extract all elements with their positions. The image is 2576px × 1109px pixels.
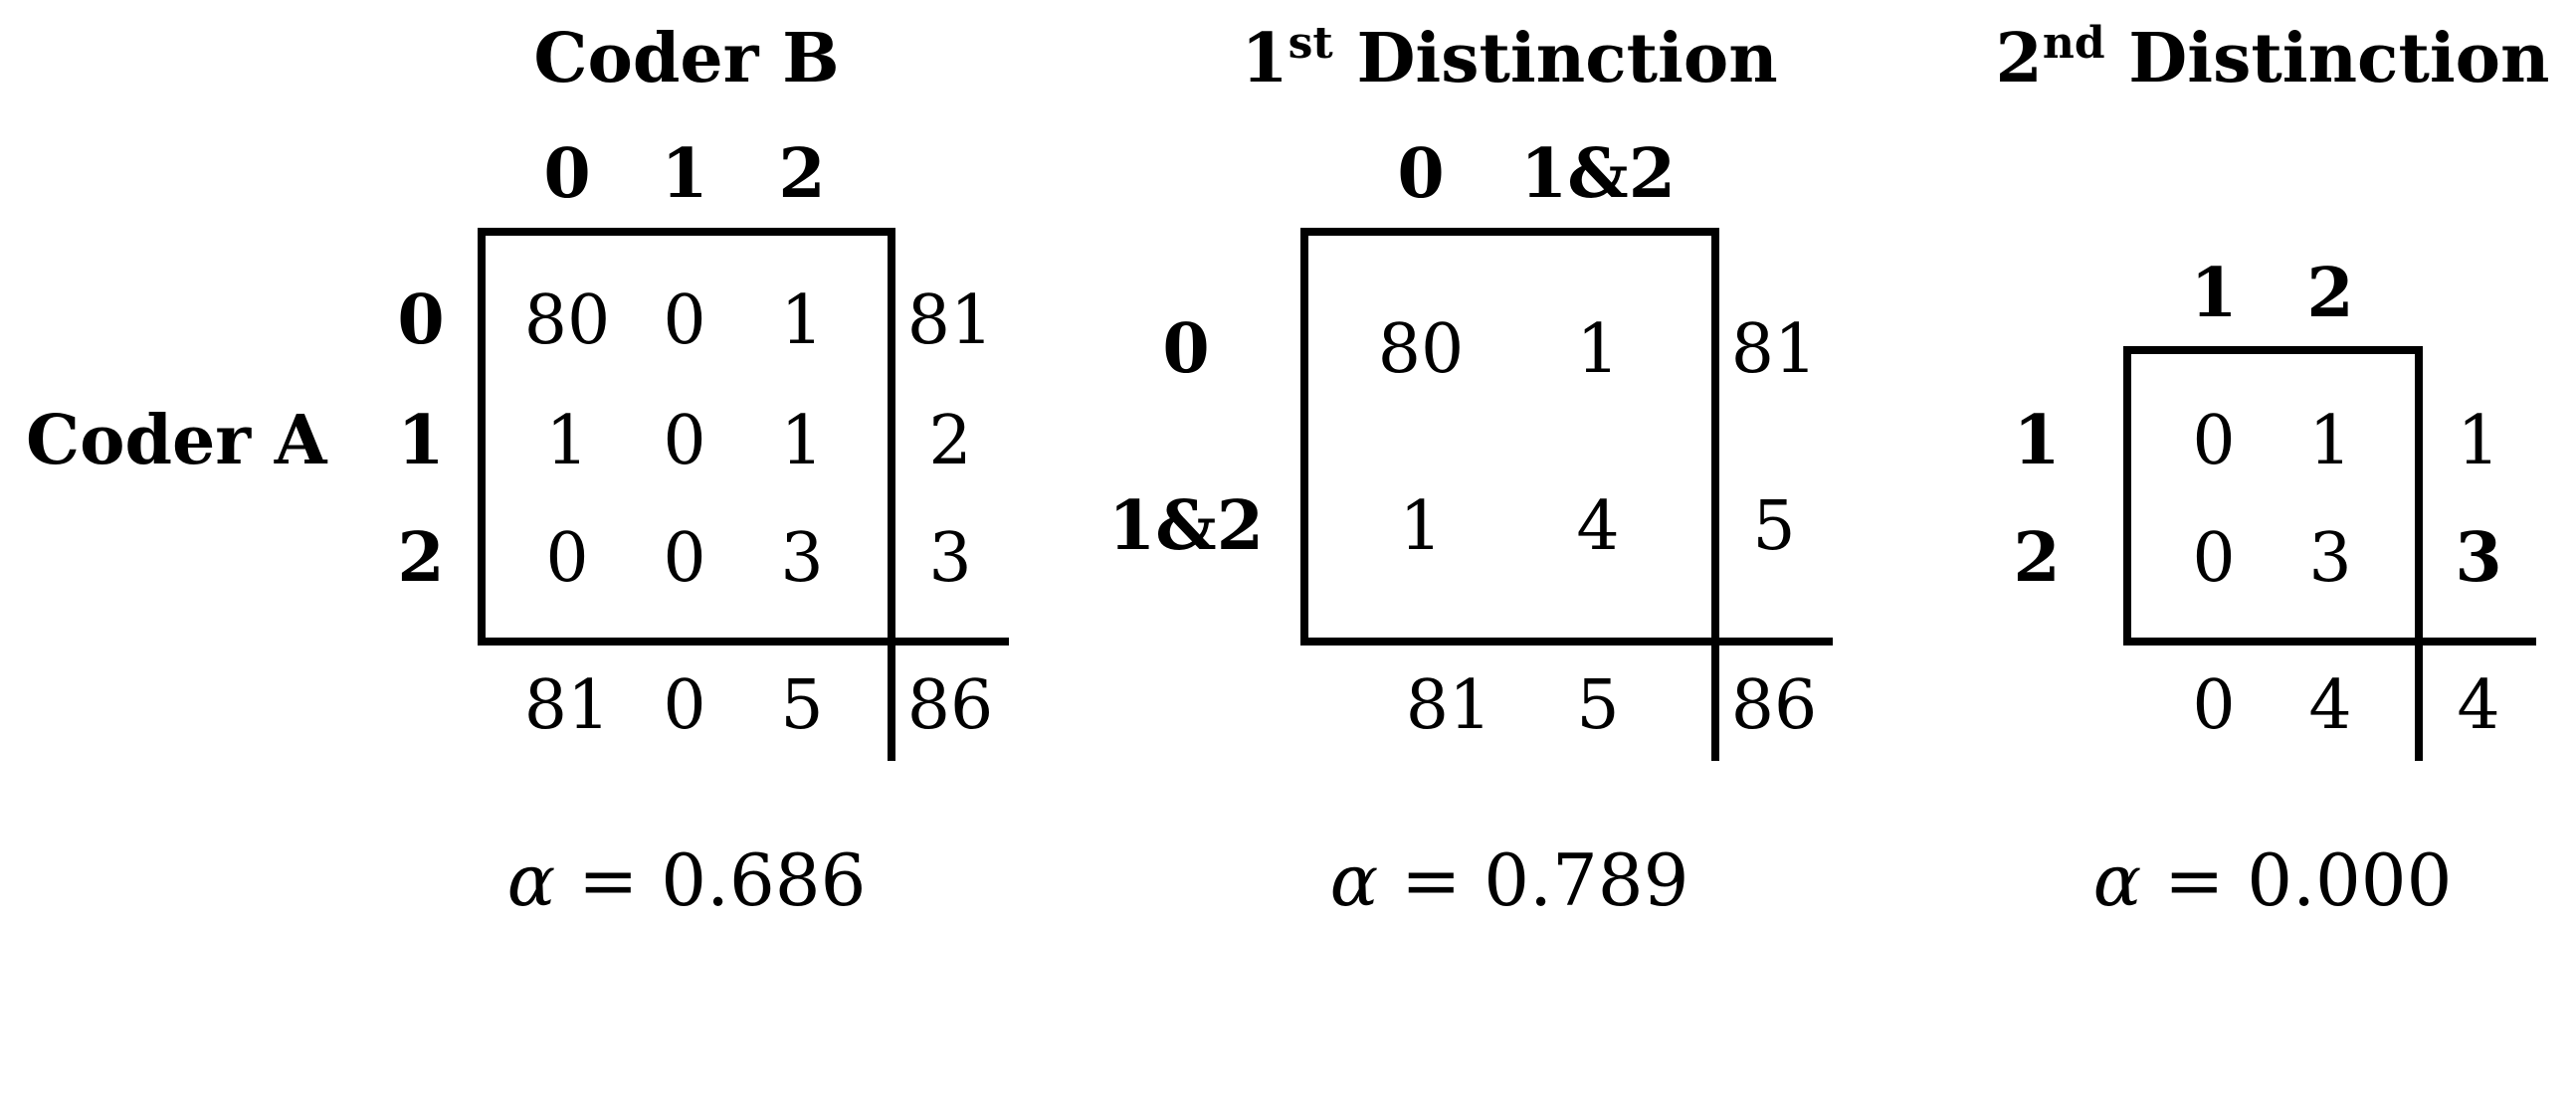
grand-total: 86 bbox=[1731, 666, 1818, 745]
alpha-value: α = 0.789 bbox=[1330, 838, 1689, 922]
second-distinction-table: 2nd Distinction 1 2 1 2 0 1 0 3 1 3 0 4 … bbox=[1996, 18, 2550, 922]
table-cell: 4 bbox=[1576, 487, 1619, 566]
column-header: 1 bbox=[661, 134, 707, 214]
column-total: 0 bbox=[2192, 666, 2235, 745]
column-header: 2 bbox=[2306, 254, 2353, 333]
column-header: 2 bbox=[778, 134, 825, 214]
row-total: 2 bbox=[928, 402, 971, 480]
row-header: 1 bbox=[2013, 401, 2060, 480]
column-header: 0 bbox=[1397, 134, 1444, 214]
row-header: 0 bbox=[1162, 309, 1209, 389]
row-total: 5 bbox=[1752, 487, 1795, 566]
table-title: 1st Distinction bbox=[1241, 18, 1777, 98]
alpha-value: α = 0.686 bbox=[507, 838, 867, 922]
table-title: Coder B bbox=[533, 19, 839, 98]
table-cell: 1 bbox=[1576, 310, 1619, 389]
table-cell: 1 bbox=[780, 402, 823, 480]
first-distinction-table: 1st Distinction 0 1&2 0 1&2 80 1 1 4 81 … bbox=[1108, 18, 1833, 922]
matrix-border bbox=[478, 228, 895, 761]
coder-agreement-table: Coder B 0 1 2 Coder A 0 1 2 80 0 1 1 0 1… bbox=[26, 19, 1009, 922]
row-total: 81 bbox=[1731, 310, 1818, 389]
row-header: 0 bbox=[397, 280, 444, 360]
table-cell: 1 bbox=[1399, 487, 1442, 566]
alpha-value: α = 0.000 bbox=[2093, 838, 2453, 922]
table-cell: 1 bbox=[2308, 402, 2351, 480]
table-cell: 80 bbox=[1378, 310, 1465, 389]
column-total: 0 bbox=[663, 666, 705, 745]
column-total: 4 bbox=[2308, 666, 2351, 745]
row-header: 2 bbox=[2013, 518, 2060, 598]
table-cell: 0 bbox=[663, 281, 705, 360]
table-cell: 0 bbox=[545, 519, 588, 598]
table-cell: 0 bbox=[2192, 519, 2235, 598]
row-total: 1 bbox=[2457, 402, 2499, 480]
row-total: 3 bbox=[928, 519, 971, 598]
table-cell: 3 bbox=[780, 519, 823, 598]
column-total: 5 bbox=[1576, 666, 1619, 745]
table-cell: 1 bbox=[780, 281, 823, 360]
row-total: 81 bbox=[907, 281, 994, 360]
table-cell: 0 bbox=[663, 402, 705, 480]
table-cell: 0 bbox=[663, 519, 705, 598]
row-total: 3 bbox=[2455, 518, 2501, 598]
row-axis-title: Coder A bbox=[26, 401, 328, 480]
table-cell: 3 bbox=[2308, 519, 2351, 598]
row-header: 1&2 bbox=[1108, 486, 1264, 566]
column-header: 1 bbox=[2190, 254, 2237, 333]
matrix-border bbox=[2123, 346, 2423, 761]
column-total: 81 bbox=[1406, 666, 1492, 745]
column-total: 81 bbox=[524, 666, 611, 745]
table-cell: 1 bbox=[545, 402, 588, 480]
table-cell: 80 bbox=[524, 281, 611, 360]
table-cell: 0 bbox=[2192, 402, 2235, 480]
column-header: 0 bbox=[543, 134, 590, 214]
row-header: 2 bbox=[397, 518, 444, 598]
table-title: 2nd Distinction bbox=[1996, 18, 2550, 98]
column-total: 5 bbox=[780, 666, 823, 745]
grand-total: 86 bbox=[907, 666, 994, 745]
column-header: 1&2 bbox=[1520, 134, 1676, 214]
row-header: 1 bbox=[397, 401, 444, 480]
grand-total: 4 bbox=[2457, 666, 2499, 745]
matrix-border bbox=[1300, 228, 1719, 761]
